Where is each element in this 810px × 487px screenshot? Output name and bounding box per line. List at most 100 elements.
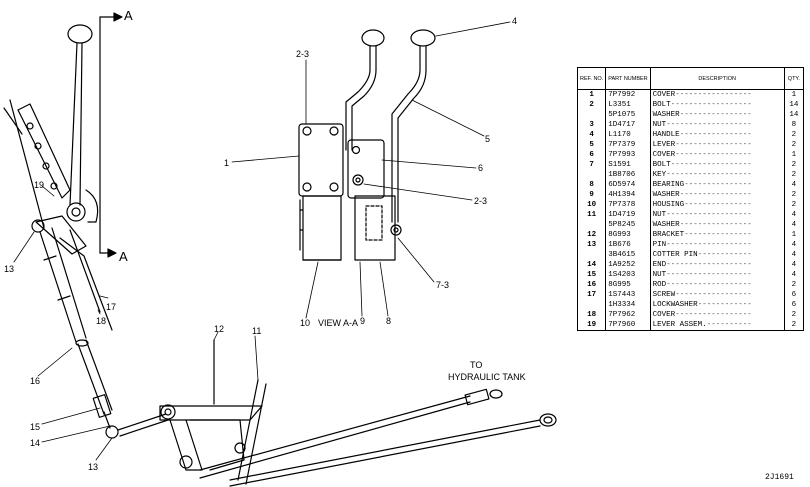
- cell-qty: 1: [783, 230, 805, 240]
- cell-desc-text: NUT: [652, 271, 667, 279]
- cell-qty-text: 2: [791, 311, 797, 319]
- cell-ref: [576, 170, 607, 180]
- cell-desc-text: NUT: [652, 121, 667, 129]
- cell-qty-text: 14: [789, 111, 799, 119]
- cell-desc: BOLT------------------: [649, 100, 785, 110]
- cell-desc: BEARING---------------: [649, 180, 785, 190]
- cell-desc-text: LEVER: [652, 141, 676, 149]
- cell-pn: 1B8706: [605, 170, 651, 180]
- cell-qty: 2: [783, 280, 805, 290]
- cell-pn-text: 8G995: [608, 281, 631, 289]
- cell-pn-text: 7P7379: [608, 141, 636, 149]
- cell-ref-text: 19: [587, 321, 597, 329]
- cell-desc-text: COVER: [652, 91, 676, 99]
- cell-pn: 7P7992: [605, 89, 651, 100]
- cell-qty-text: 8: [791, 121, 797, 129]
- cell-desc: HANDLE----------------: [649, 130, 785, 140]
- dot-leader: ------------: [697, 251, 752, 259]
- cell-qty-text: 4: [791, 241, 797, 249]
- callout-16: 16: [30, 376, 40, 386]
- cell-pn-text: S1591: [608, 161, 631, 169]
- cell-pn: 3B4615: [605, 250, 651, 260]
- cell-desc-text: BOLT: [652, 161, 671, 169]
- cell-pn-text: 1B8706: [608, 171, 636, 179]
- dot-leader: -------------------: [666, 281, 752, 289]
- cell-pn: 7P7962: [605, 310, 651, 320]
- cell-ref-text: 9: [589, 191, 594, 199]
- cell-pn-text: 7P7993: [608, 151, 636, 159]
- cell-desc: KEY-------------------: [649, 170, 785, 180]
- cell-pn: 5P1075: [605, 110, 651, 120]
- callout-7-3: 7-3: [436, 280, 449, 290]
- view-a-a-drawing: [298, 29, 436, 261]
- cell-pn-text: 6D5974: [608, 181, 636, 189]
- dot-leader: -------------------: [666, 241, 752, 249]
- hydraulic-tank-label: HYDRAULIC TANK: [448, 372, 526, 382]
- callout-13-lower: 13: [88, 462, 98, 472]
- cell-qty-text: 2: [791, 131, 797, 139]
- section-label-a-top: A: [124, 8, 133, 23]
- cell-pn: S1591: [605, 160, 651, 170]
- cell-desc: COVER-----------------: [649, 150, 785, 160]
- cell-pn: L1170: [605, 130, 651, 140]
- cell-pn-text: 5P1075: [608, 111, 636, 119]
- cell-pn: 7P7960: [605, 320, 651, 331]
- cell-desc-text: WASHER: [652, 191, 680, 199]
- cell-qty-text: 1: [791, 151, 797, 159]
- section-label-a-bottom: A: [119, 249, 128, 264]
- cell-pn: 6D5974: [605, 180, 651, 190]
- cell-pn-text: 1D4717: [608, 121, 636, 129]
- cell-qty: 2: [783, 310, 805, 320]
- callout-10: 10: [300, 318, 310, 328]
- cell-ref-text: 13: [587, 241, 597, 249]
- cell-desc-text: WASHER: [652, 111, 680, 119]
- cell-qty-text: 4: [791, 261, 797, 269]
- cell-pn: L3351: [605, 100, 651, 110]
- cell-ref: 7: [576, 160, 607, 170]
- cell-qty-text: 6: [791, 301, 797, 309]
- cell-desc: WASHER----------------: [649, 220, 785, 230]
- cell-qty: 4: [783, 180, 805, 190]
- cell-desc: LOCKWASHER------------: [649, 300, 785, 310]
- dot-leader: ----------------: [679, 131, 752, 139]
- cell-desc-text: NUT: [652, 211, 667, 219]
- cell-desc-text: ROD: [652, 281, 667, 289]
- cell-pn-text: L1170: [608, 131, 631, 139]
- cell-pn: 1S4203: [605, 270, 651, 280]
- dot-leader: ---------------: [684, 201, 752, 209]
- cell-qty: 8: [783, 120, 805, 130]
- cell-pn: 8G995: [605, 280, 651, 290]
- cell-desc-text: COTTER PIN: [652, 251, 698, 259]
- cell-ref: [576, 300, 607, 310]
- callout-13-upper: 13: [4, 264, 14, 274]
- cell-ref: 3: [576, 120, 607, 130]
- callout-12: 12: [214, 324, 224, 334]
- cell-desc-text: COVER: [652, 311, 676, 319]
- view-a-a-caption: VIEW A-A: [318, 318, 358, 328]
- cell-ref-text: 4: [589, 131, 594, 139]
- cell-ref: 1: [576, 89, 607, 100]
- cell-qty-text: 4: [791, 251, 797, 259]
- cell-qty: 4: [783, 250, 805, 260]
- cell-qty: 2: [783, 130, 805, 140]
- cell-desc: SCREW-----------------: [649, 290, 785, 300]
- control-lever-assembly: [3, 24, 119, 439]
- cell-ref: 13: [576, 240, 607, 250]
- cell-qty-text: 2: [791, 161, 797, 169]
- dot-leader: -----------------: [675, 91, 752, 99]
- cell-desc: ROD-------------------: [649, 280, 785, 290]
- cell-qty: 2: [783, 200, 805, 210]
- callout-19: 19: [34, 180, 44, 190]
- cell-qty-text: 2: [791, 191, 797, 199]
- cell-qty: 1: [783, 150, 805, 160]
- dot-leader: -------------------: [666, 271, 752, 279]
- cell-pn-text: 8G993: [608, 231, 631, 239]
